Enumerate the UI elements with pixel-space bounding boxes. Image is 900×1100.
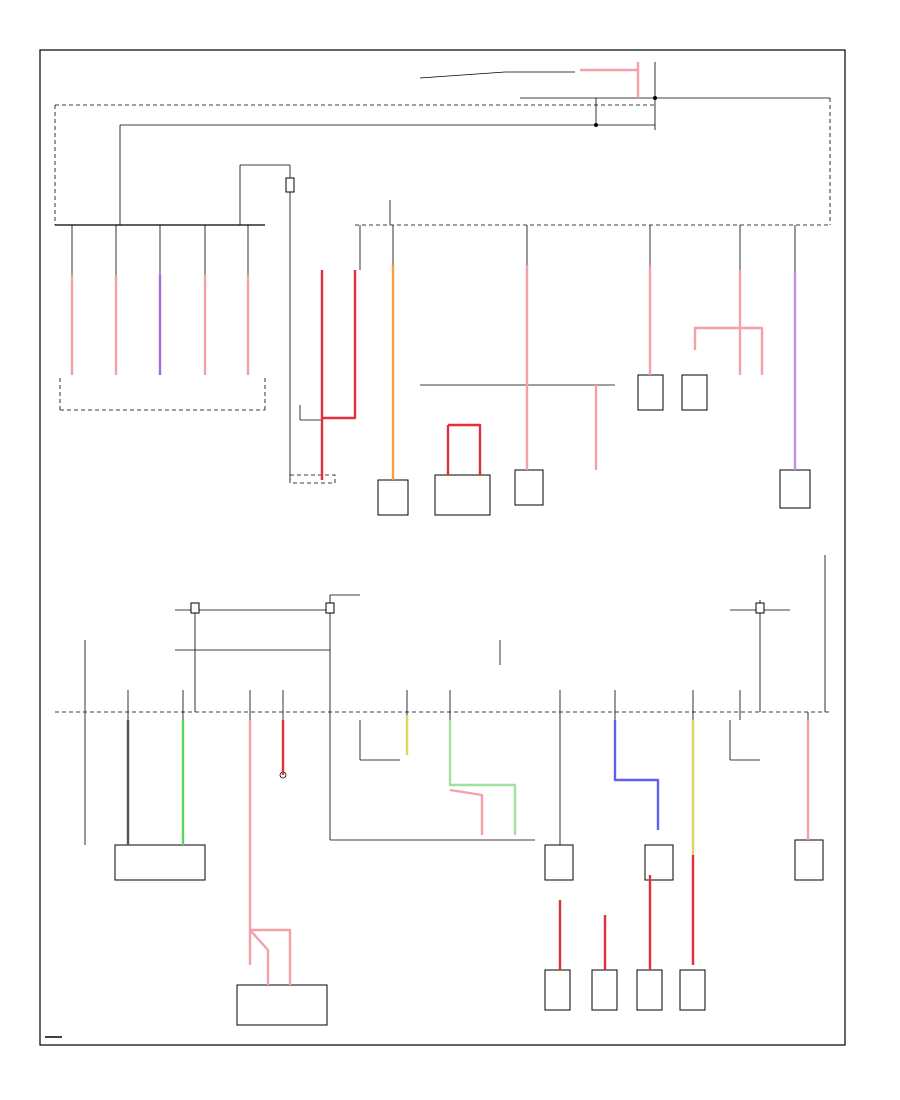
module-box <box>434 474 491 516</box>
module-box <box>514 469 544 506</box>
wire-pink <box>249 929 270 985</box>
wire-blue <box>613 720 660 830</box>
top-bus-lines <box>54 62 831 225</box>
wire-lightgreen <box>448 720 517 835</box>
module-box <box>544 969 571 1011</box>
wire-pink <box>449 788 484 835</box>
module-box <box>377 479 409 516</box>
module-box <box>636 969 663 1011</box>
diagram-frame <box>39 49 846 1046</box>
module-box <box>681 374 708 411</box>
top-components <box>289 374 811 516</box>
fuse-stubs-bottom <box>84 690 809 845</box>
wire-pink <box>693 326 764 375</box>
module-box <box>637 374 664 411</box>
fuse-stubs-top <box>71 225 796 275</box>
module-box <box>794 839 824 881</box>
module-box <box>679 969 706 1011</box>
wire-pink <box>250 928 292 985</box>
left-fuse-bus <box>55 164 295 480</box>
wire-red <box>448 423 482 475</box>
module-box <box>591 969 618 1011</box>
module-box <box>544 844 574 881</box>
right-fuse-bus <box>299 200 830 421</box>
colored-wires <box>70 62 810 985</box>
bottom-bus-lines <box>55 555 830 841</box>
bottom-components <box>114 771 824 1026</box>
module-box <box>236 984 328 1026</box>
wire-red <box>322 270 357 420</box>
module-box <box>114 844 206 881</box>
module-box <box>644 844 674 881</box>
module-box <box>779 469 811 509</box>
